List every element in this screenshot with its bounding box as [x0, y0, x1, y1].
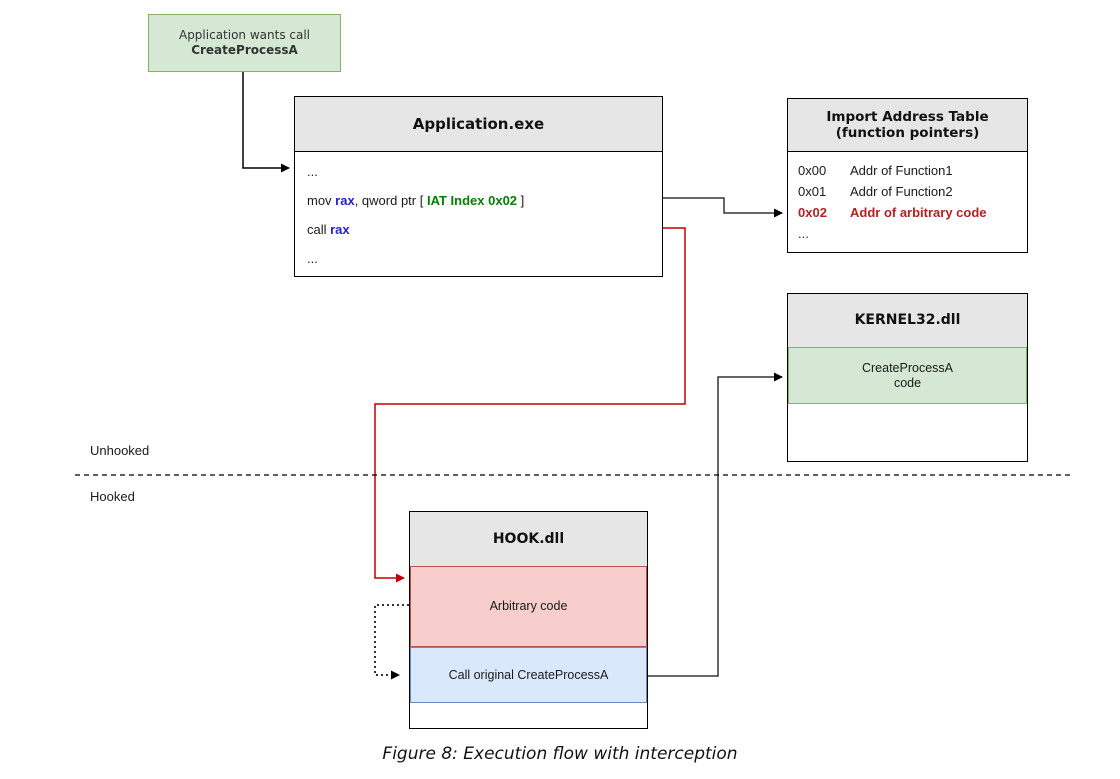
kernel32-title: KERNEL32.dll — [788, 294, 1027, 347]
application-exe-title: Application.exe — [295, 97, 662, 152]
start-box: Application wants call CreateProcessA — [148, 14, 341, 72]
code-line-ellipsis-top: ... — [307, 164, 318, 179]
figure-caption: Figure 8: Execution flow with intercepti… — [382, 744, 738, 764]
hooked-label: Hooked — [90, 489, 135, 504]
application-exe-code: ... mov rax, qword ptr [ IAT Index 0x02 … — [295, 152, 662, 278]
code-line-mov: mov rax, qword ptr [ IAT Index 0x02 ] — [307, 193, 525, 208]
arrow-hook-to-kernel32 — [648, 372, 783, 677]
hook-dll-box: HOOK.dll Arbitrary code Call original Cr… — [409, 511, 648, 729]
register-rax: rax — [335, 193, 355, 208]
hook-dll-title: HOOK.dll — [410, 512, 647, 566]
call-original-section: Call original CreateProcessA — [410, 647, 647, 703]
start-box-line2: CreateProcessA — [191, 43, 298, 57]
unhooked-label: Unhooked — [90, 443, 150, 458]
register-rax: rax — [330, 222, 350, 237]
iat-row-ellipsis: ... — [798, 226, 809, 241]
iat-row-0x00: 0x00 Addr of Function1 — [798, 163, 953, 178]
kernel32-box: KERNEL32.dll CreateProcessA code — [787, 293, 1028, 462]
arrow-start-to-application — [242, 72, 290, 173]
start-box-line1: Application wants call — [178, 28, 311, 42]
iat-row-0x02-hooked: 0x02 Addr of arbitrary code — [798, 205, 987, 220]
createprocessa-code-section: CreateProcessA code — [788, 347, 1027, 404]
iat-row-0x01: 0x01 Addr of Function2 — [798, 184, 953, 199]
arbitrary-code-section: Arbitrary code — [410, 566, 647, 647]
code-line-ellipsis-bottom: ... — [307, 251, 318, 266]
iat-entries: 0x00 Addr of Function1 0x01 Addr of Func… — [788, 152, 1027, 244]
iat-index-ref: IAT Index 0x02 — [426, 193, 518, 208]
code-line-call: call rax — [307, 222, 350, 237]
arrow-arbitrary-to-calloriginal-dotted — [374, 604, 409, 680]
application-exe-box: Application.exe ... mov rax, qword ptr [… — [294, 96, 663, 277]
import-address-table-box: Import Address Table (function pointers)… — [787, 98, 1028, 253]
iat-title: Import Address Table (function pointers) — [788, 99, 1027, 152]
arrow-application-to-iat — [663, 197, 783, 218]
